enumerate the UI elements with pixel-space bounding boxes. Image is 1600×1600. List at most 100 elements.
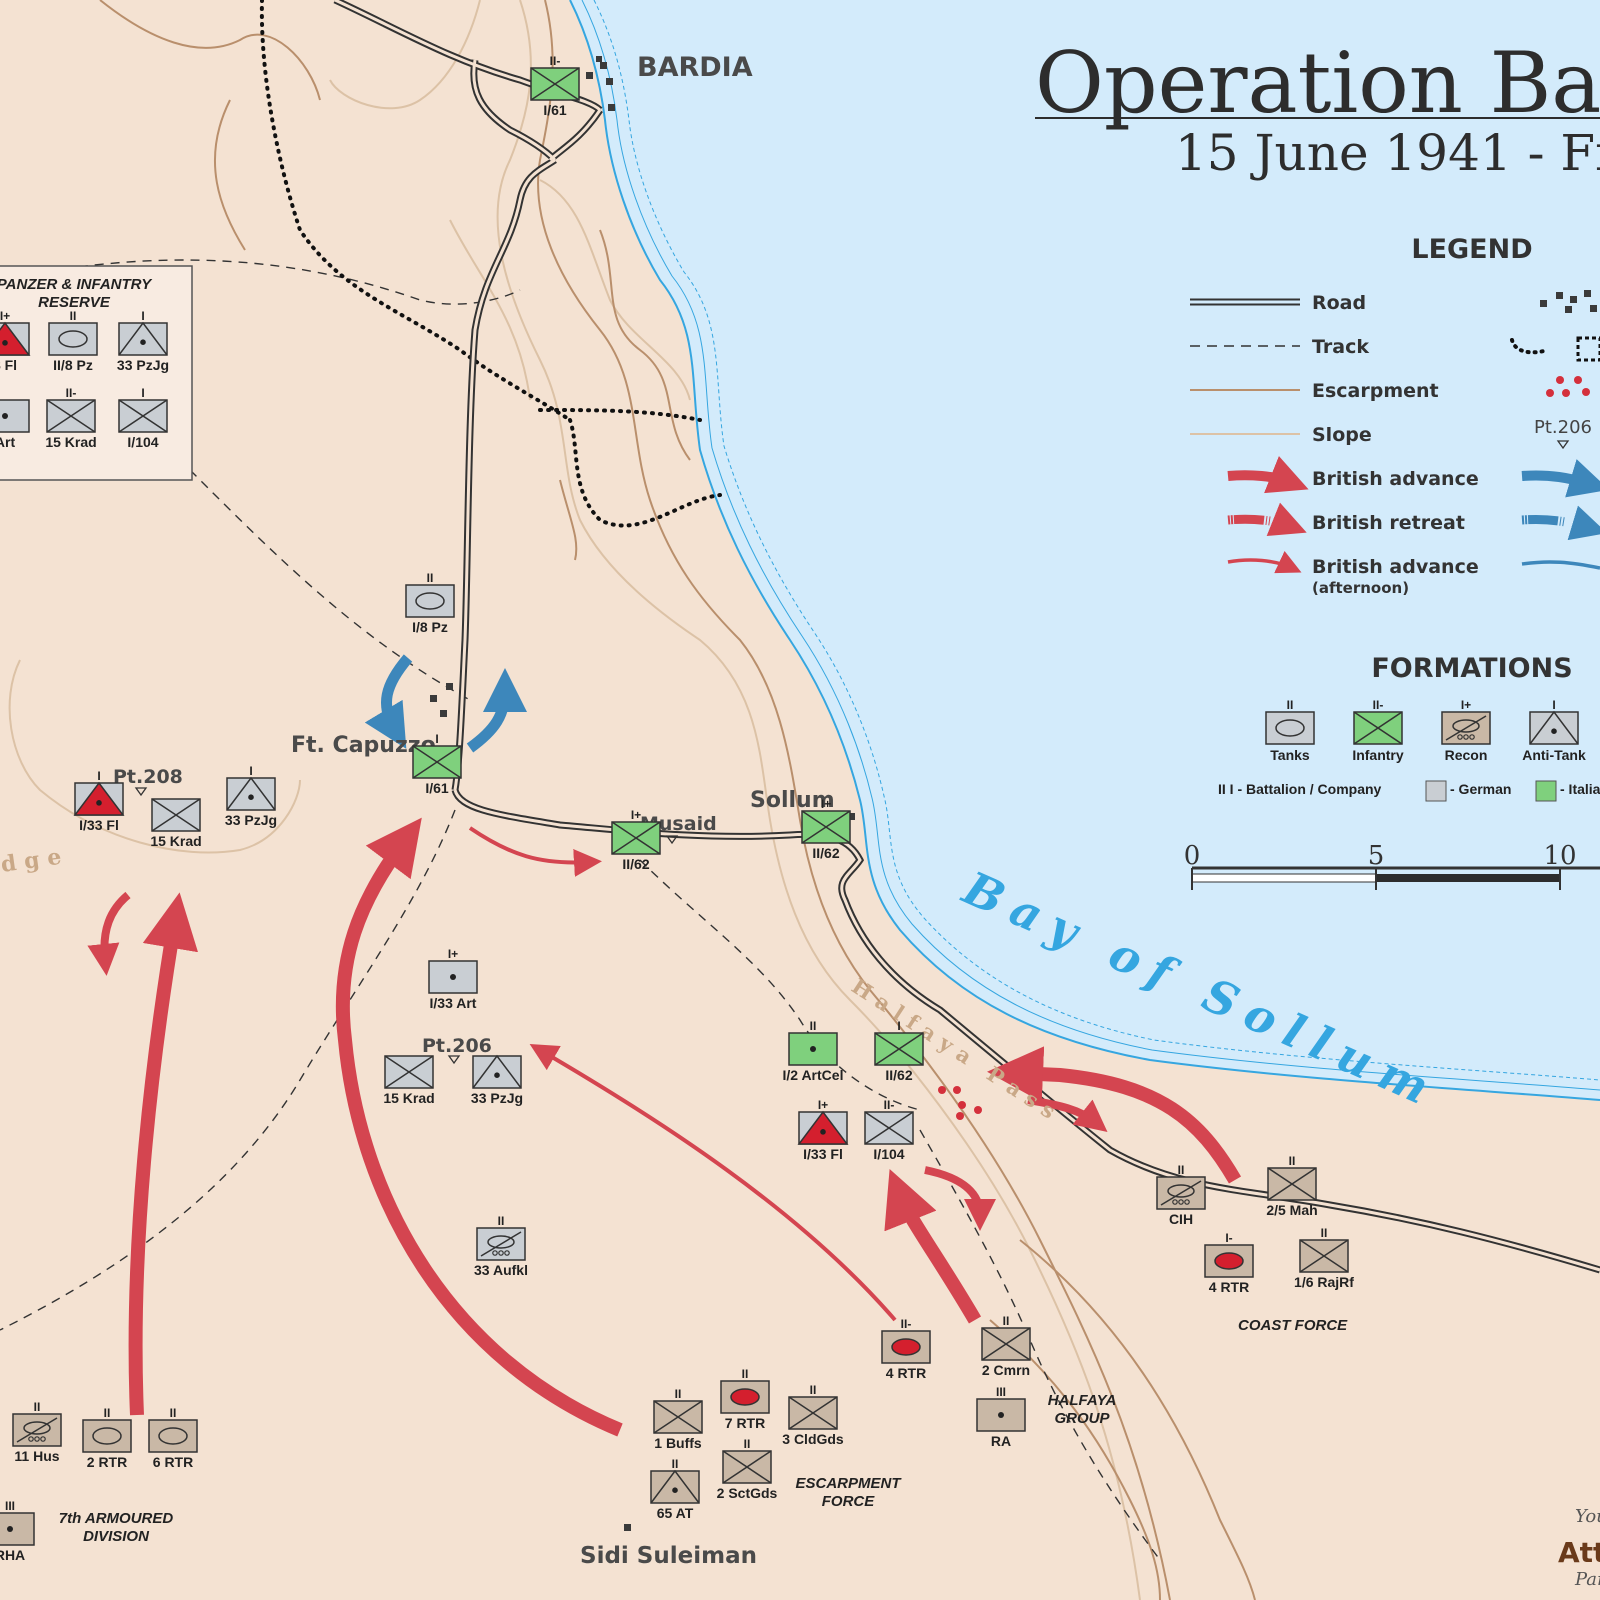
unit-label: I/104 xyxy=(127,434,158,450)
unit-label: 33 PzJg xyxy=(225,812,277,828)
reserve-title: PANZER & INFANTRY xyxy=(0,276,153,293)
unit-type-infantry-icon xyxy=(722,1450,772,1484)
group-escarpment-force: ESCARPMENT xyxy=(795,1475,902,1492)
reserve-box: PANZER & INFANTRY RESERVE xyxy=(0,265,193,481)
place-capuzzo: Ft. Capuzzo xyxy=(291,733,436,758)
unit-counter: 15 Krad xyxy=(383,1055,435,1106)
unit-type-antitank-icon xyxy=(118,321,168,356)
legend-slope: Slope xyxy=(1312,424,1372,446)
german-advance-arrow xyxy=(466,668,527,753)
british-retreat-arrow xyxy=(924,1166,996,1231)
coastline xyxy=(569,0,1600,1101)
legend-heavy-track-symbol xyxy=(1510,338,1550,355)
unit-echelon: II- xyxy=(550,54,561,68)
reserve-title-2: RESERVE xyxy=(38,294,111,311)
unit-type-flak-icon xyxy=(797,1110,849,1145)
unit-echelon: II xyxy=(70,309,77,323)
unit-echelon: II- xyxy=(66,386,77,400)
unit-label: I/61 xyxy=(543,102,567,118)
unit-type-artillery-icon xyxy=(7,1526,13,1532)
unit-label: RHA xyxy=(0,1547,25,1563)
unit-type-tanks_red-icon xyxy=(1214,1252,1244,1270)
scale-bar: 0 5 10 xyxy=(1184,841,1600,890)
unit-counter-box xyxy=(1265,711,1315,745)
legend: LEGEND Road Track Escarpment Slope Briti… xyxy=(1190,234,1600,597)
scale-tick-10: 10 xyxy=(1543,841,1576,871)
place-sollum: Sollum xyxy=(750,788,835,813)
coastline-offset-2 xyxy=(593,0,1600,1081)
unit-label: I/104 xyxy=(873,1146,904,1162)
unit-type-infantry-icon xyxy=(46,399,96,433)
unit-echelon: II xyxy=(675,1387,682,1401)
unit-counter: II1/6 RajRf xyxy=(1294,1226,1354,1290)
unit-type-infantry-icon xyxy=(874,1032,924,1066)
unit-counter: Art xyxy=(0,399,30,450)
unit-echelon: II- xyxy=(1373,698,1384,712)
legend-spot-height-icon xyxy=(1556,440,1570,450)
unit-label: I/33 Art xyxy=(430,995,477,1011)
unit-echelon: I xyxy=(97,769,100,783)
british-retreat-arrow xyxy=(1027,1096,1108,1132)
unit-label: RA xyxy=(991,1433,1011,1449)
legend-british-afternoon-symbol xyxy=(1227,550,1302,574)
formations-title: FORMATIONS xyxy=(1371,653,1572,684)
unit-counter: I+II/62 xyxy=(801,797,851,861)
unit-type-artillery-icon xyxy=(2,413,8,419)
german-swatch xyxy=(1425,780,1447,802)
credit-you: You xyxy=(1575,1506,1600,1527)
movement-arrows xyxy=(87,654,1242,1437)
unit-type-recon-icon xyxy=(1445,715,1487,741)
unit-counter: II- I/61 xyxy=(530,54,580,118)
legend-german-retreat-symbol xyxy=(1521,505,1600,541)
unit-counter: II- I/104 xyxy=(864,1098,914,1162)
unit-echelon: I+ xyxy=(818,1098,828,1112)
unit-type-flak-icon xyxy=(73,781,125,816)
unit-label: II/62 xyxy=(885,1067,912,1083)
legend-title: LEGEND xyxy=(1411,234,1532,265)
unit-label: 2 RTR xyxy=(87,1454,127,1470)
halfaya-minefield xyxy=(938,1086,982,1120)
unit-echelon: II- xyxy=(884,1098,895,1112)
unit-label: CIH xyxy=(1169,1211,1193,1227)
unit-type-infantry-icon xyxy=(530,67,580,101)
unit-counter: I+II/62 xyxy=(611,808,661,872)
unit-label: 15 Krad xyxy=(45,434,96,450)
unit-label: I/8 Pz xyxy=(412,619,448,635)
legend-track: Track xyxy=(1312,336,1369,358)
group-halfaya-2: GROUP xyxy=(1054,1410,1110,1427)
unit-label: 33 PzJg xyxy=(117,357,169,373)
formation-tanks-label: Tanks xyxy=(1270,747,1310,763)
unit-type-artillery-icon xyxy=(810,1046,816,1052)
unit-type-antitank-icon xyxy=(226,776,276,811)
unit-counter: II2/5 Mah xyxy=(1266,1154,1317,1218)
unit-echelon: II xyxy=(427,571,434,585)
escarpment-lines xyxy=(99,0,1256,1600)
place-pt206: Pt.206 xyxy=(422,1035,492,1057)
unit-echelon: I+ xyxy=(821,797,831,811)
unit-counter-box xyxy=(82,1419,132,1453)
unit-counter: I33 PzJg xyxy=(225,764,277,828)
unit-label: 15 Krad xyxy=(383,1090,434,1106)
group-7th-armoured: 7th ARMOURED xyxy=(59,1510,174,1527)
unit-label: 6 RTR xyxy=(153,1454,193,1470)
unit-echelon: II xyxy=(810,1383,817,1397)
legend-pt206: Pt.206 xyxy=(1534,417,1592,438)
unit-echelon: II xyxy=(498,1214,505,1228)
unit-type-infantry-icon xyxy=(118,399,168,433)
unit-counter-box xyxy=(118,322,168,356)
unit-echelon: II xyxy=(672,1457,679,1471)
unit-counter: I+8 Fl xyxy=(0,309,31,373)
unit-counter: II/61 xyxy=(412,732,462,796)
unit-counter-box xyxy=(650,1470,700,1504)
group-coast-force: COAST FORCE xyxy=(1238,1317,1348,1334)
unit-counter-box xyxy=(48,322,98,356)
scale-tick-5: 5 xyxy=(1368,841,1385,871)
unit-label: 65 AT xyxy=(657,1505,694,1521)
unit-counter: II6 RTR xyxy=(148,1406,198,1470)
unit-echelon: II xyxy=(104,1406,111,1420)
unit-echelon: III xyxy=(5,1499,15,1513)
unit-echelon: I- xyxy=(1225,1231,1232,1245)
unit-label: 7 RTR xyxy=(725,1415,765,1431)
